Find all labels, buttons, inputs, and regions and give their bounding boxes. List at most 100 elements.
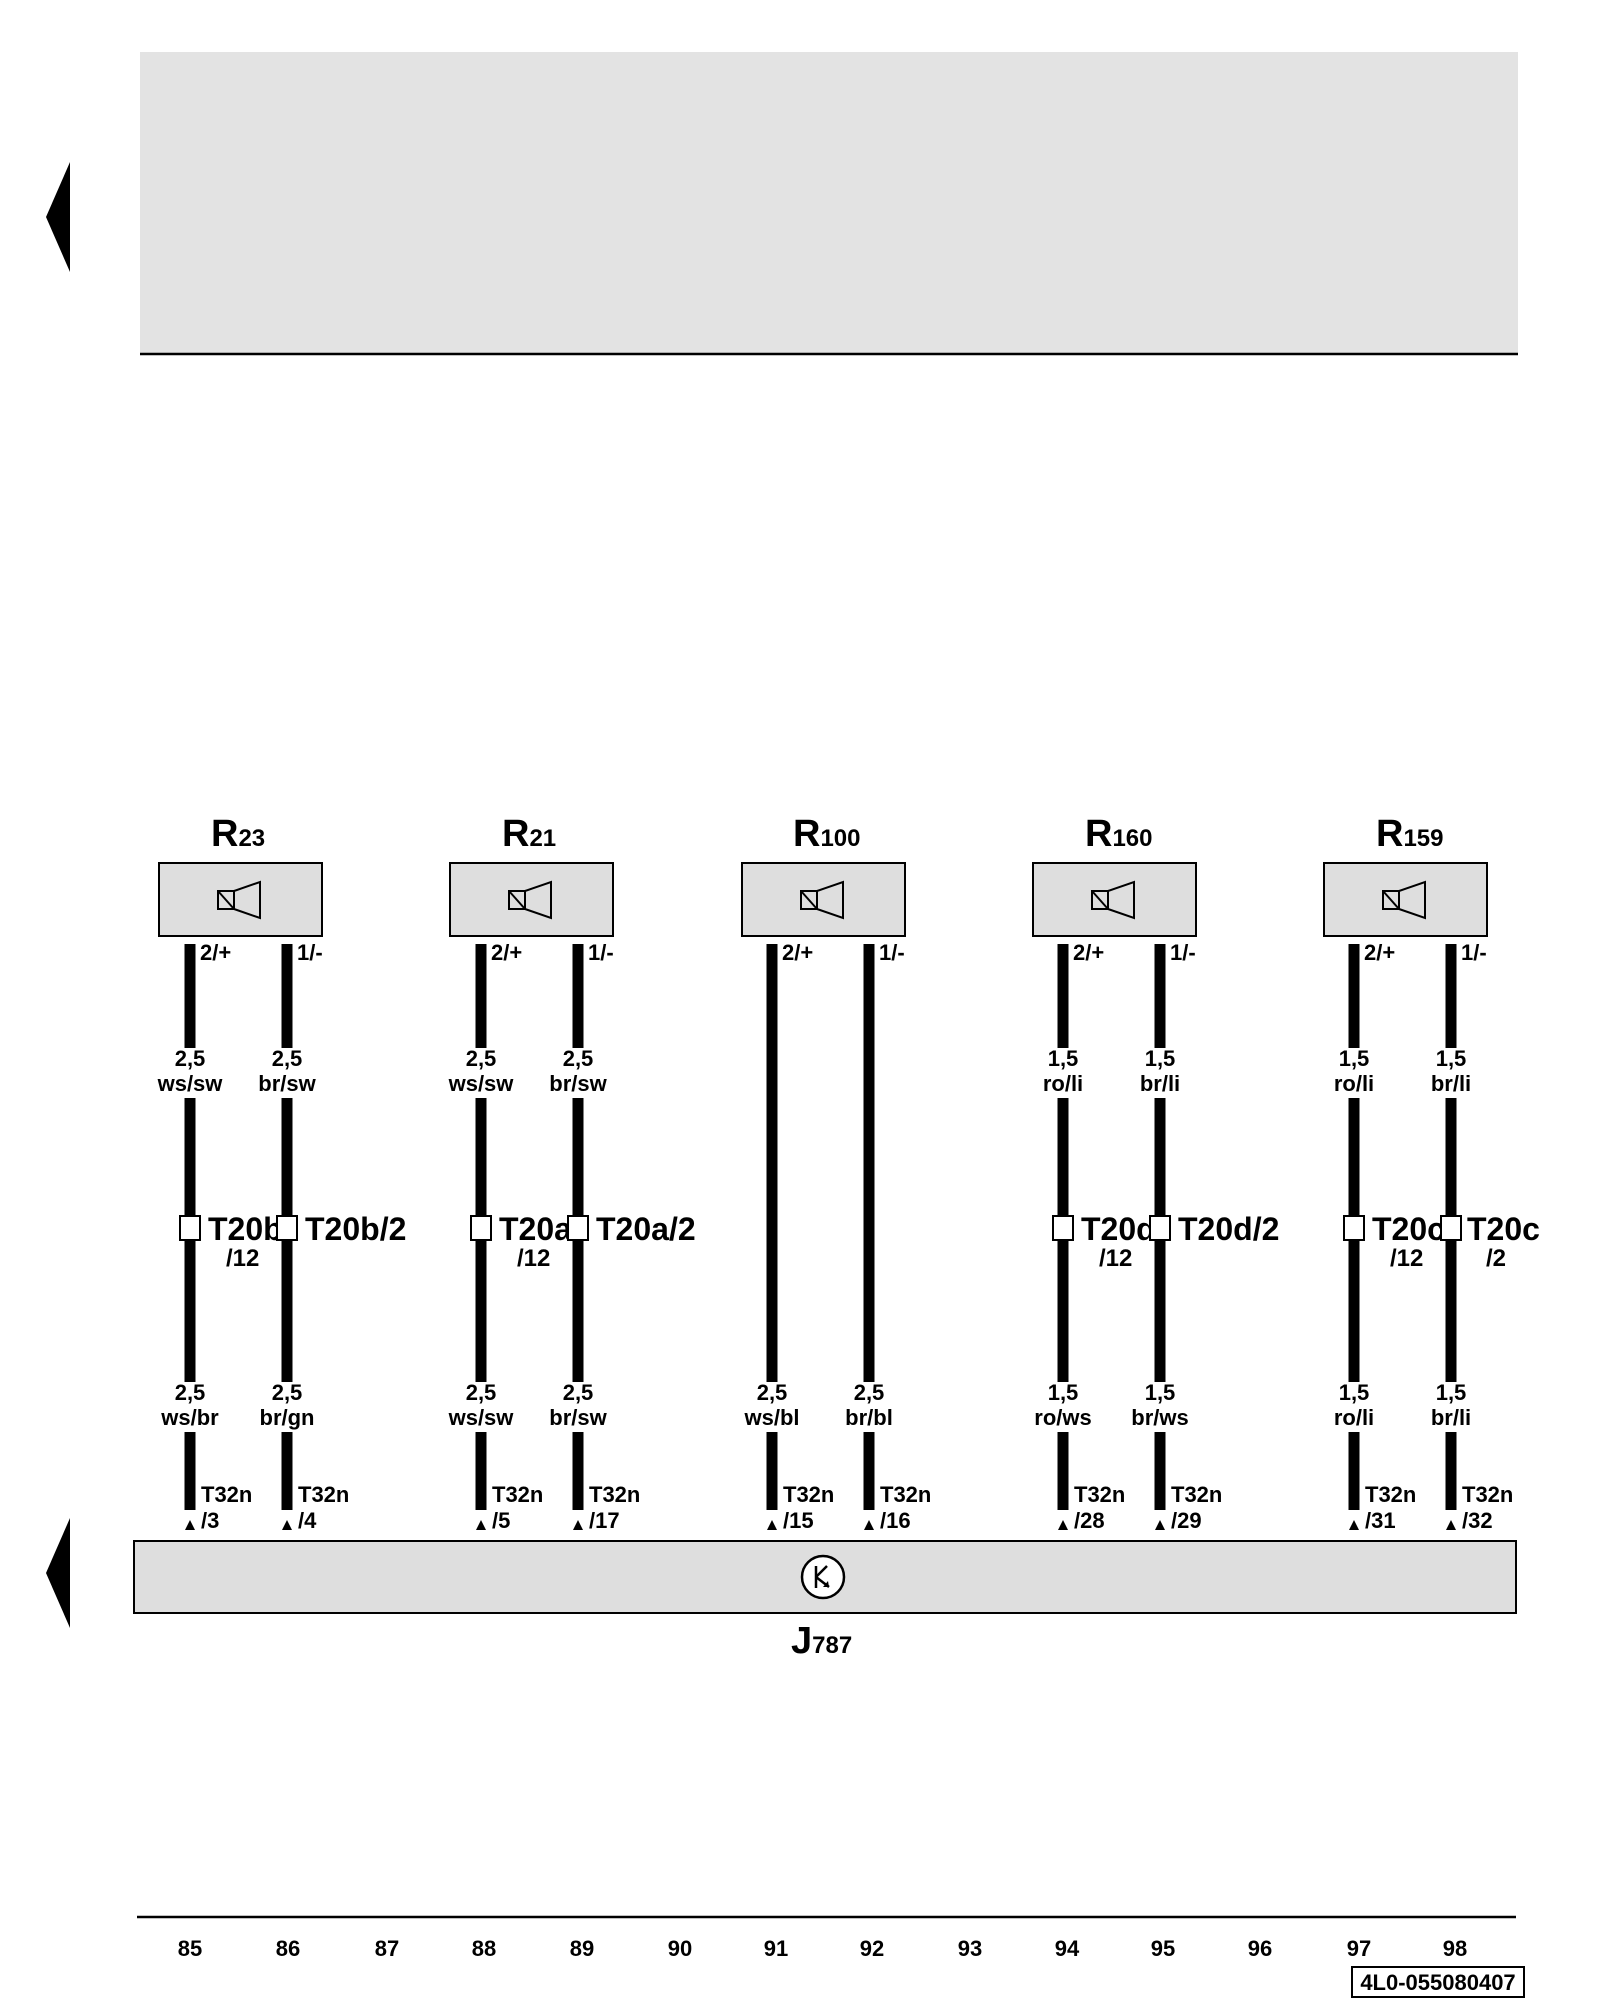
- doc-id: 4L0-055080407: [1360, 1970, 1515, 1995]
- component-id: R: [793, 813, 820, 855]
- lower-gauge: 2,5: [563, 1380, 594, 1405]
- pin-minus-label: 1/-: [1461, 940, 1487, 965]
- component-subscript: 160: [1112, 825, 1152, 852]
- upper-gauge: 2,5: [272, 1046, 303, 1071]
- amplifier-icon: [800, 1554, 846, 1600]
- control-unit-subscript: 787: [812, 1632, 852, 1659]
- component-id: R: [502, 813, 529, 855]
- column-number: 89: [570, 1936, 594, 1961]
- svg-text:R160: R160: [1085, 813, 1153, 855]
- speaker-icon: [1382, 880, 1426, 920]
- tpin-a: T32n: [589, 1482, 640, 1507]
- component-subscript: 23: [238, 825, 265, 852]
- upper-color: ro/li: [1334, 1071, 1374, 1096]
- wire-3: 1/- 2,5 br/sw T20a/2 2,5 br/sw T32n /17: [549, 940, 695, 1533]
- lower-color: ro/ws: [1034, 1405, 1091, 1430]
- connector-icon: [179, 1215, 201, 1241]
- connector-icon: [567, 1215, 589, 1241]
- pin-arrow-icons: [185, 944, 1456, 952]
- connector-icon: [276, 1215, 298, 1241]
- lower-gauge: 2,5: [466, 1380, 497, 1405]
- column-number: 94: [1055, 1936, 1080, 1961]
- tpin-a: T32n: [1171, 1482, 1222, 1507]
- upper-gauge: 1,5: [1339, 1046, 1370, 1071]
- svg-text:R100: R100: [793, 813, 861, 855]
- wire-8: 2/+ 1,5 ro/li T20c /12 1,5 ro/li T32n /3…: [1334, 940, 1445, 1533]
- tpin-b: /32: [1462, 1508, 1493, 1533]
- column-number: 91: [764, 1936, 788, 1961]
- speaker-r100: R100: [741, 813, 906, 937]
- speaker-box: [449, 862, 614, 937]
- tpin-b: /31: [1365, 1508, 1396, 1533]
- svg-text:R23: R23: [211, 813, 265, 855]
- connector-sub: /12: [226, 1245, 259, 1272]
- connector-main: T20c: [1372, 1211, 1445, 1247]
- wire-9: 1/- 1,5 br/li T20c /2 1,5 br/li T32n /32: [1431, 940, 1540, 1533]
- speaker-r21: R21: [449, 813, 614, 937]
- svg-text:J787: J787: [791, 1620, 852, 1662]
- upper-color: br/sw: [258, 1071, 316, 1096]
- pin-minus-label: 1/-: [588, 940, 614, 965]
- speaker-box: [741, 862, 906, 937]
- lower-color: ro/li: [1334, 1405, 1374, 1430]
- tpin-b: /29: [1171, 1508, 1202, 1533]
- page-marker-bottom-icon: [46, 1518, 70, 1628]
- lower-gauge: 2,5: [854, 1380, 885, 1405]
- column-number: 85: [178, 1936, 202, 1961]
- upper-color: ro/li: [1043, 1071, 1083, 1096]
- column-number: 96: [1248, 1936, 1272, 1961]
- lower-gauge: 2,5: [757, 1380, 788, 1405]
- connector-icon: [1343, 1215, 1365, 1241]
- column-number: 97: [1347, 1936, 1371, 1961]
- lower-gauge: 2,5: [175, 1380, 206, 1405]
- lower-color: br/sw: [549, 1405, 607, 1430]
- upper-color: br/sw: [549, 1071, 607, 1096]
- upper-gauge: 1,5: [1048, 1046, 1079, 1071]
- speaker-r159: R159: [1323, 813, 1488, 937]
- pin-plus-label: 2/+: [491, 940, 522, 965]
- connector-main: T20a/2: [596, 1211, 696, 1247]
- pin-plus-label: 2/+: [200, 940, 231, 965]
- column-number: 98: [1443, 1936, 1467, 1961]
- tpin-b: /28: [1074, 1508, 1105, 1533]
- pin-plus-label: 2/+: [1073, 940, 1104, 965]
- speaker-box: [158, 862, 323, 937]
- connector-sub: /12: [517, 1245, 550, 1272]
- upper-gauge: 1,5: [1145, 1046, 1176, 1071]
- connector-icon: [1052, 1215, 1074, 1241]
- component-subscript: 21: [529, 825, 556, 852]
- lower-gauge: 2,5: [272, 1380, 303, 1405]
- pin-plus-label: 2/+: [1364, 940, 1395, 965]
- upper-color: ws/sw: [448, 1071, 515, 1096]
- pin-minus-label: 1/-: [879, 940, 905, 965]
- lower-gauge: 1,5: [1048, 1380, 1079, 1405]
- tpin-b: /15: [783, 1508, 814, 1533]
- tpin-a: T32n: [783, 1482, 834, 1507]
- speaker-r160: R160: [1032, 813, 1197, 937]
- speaker-icon: [217, 880, 261, 920]
- control-unit-j787: J787: [133, 1540, 1517, 1662]
- wire-0: 2/+ 2,5 ws/sw T20b /12 2,5 ws/br T32n /3: [157, 940, 283, 1533]
- connector-icon: [470, 1215, 492, 1241]
- lower-color: ws/sw: [448, 1405, 515, 1430]
- terminal-arrow-icons: [185, 1520, 1456, 1530]
- wire-2: 2/+ 2,5 ws/sw T20a /12 2,5 ws/sw T32n /5: [448, 940, 573, 1533]
- lower-gauge: 1,5: [1436, 1380, 1467, 1405]
- component-subscript: 159: [1403, 825, 1443, 852]
- column-number: 86: [276, 1936, 300, 1961]
- lower-color: br/li: [1431, 1405, 1471, 1430]
- control-unit-id: J: [791, 1620, 812, 1662]
- tpin-a: T32n: [1462, 1482, 1513, 1507]
- upper-color: br/li: [1140, 1071, 1180, 1096]
- page-marker-top-icon: [46, 162, 70, 272]
- speaker-icon: [800, 880, 844, 920]
- tpin-a: T32n: [201, 1482, 252, 1507]
- speaker-icon: [1091, 880, 1135, 920]
- svg-text:R159: R159: [1376, 813, 1444, 855]
- column-numbers: 85 86 87 88 89 90 91 92 93 94 95 96 97 9…: [178, 1936, 1467, 1961]
- upper-gauge: 1,5: [1436, 1046, 1467, 1071]
- connector-sub: /2: [1486, 1245, 1506, 1272]
- lower-color: br/bl: [845, 1405, 893, 1430]
- svg-text:R21: R21: [502, 813, 556, 855]
- lower-color: ws/bl: [743, 1405, 799, 1430]
